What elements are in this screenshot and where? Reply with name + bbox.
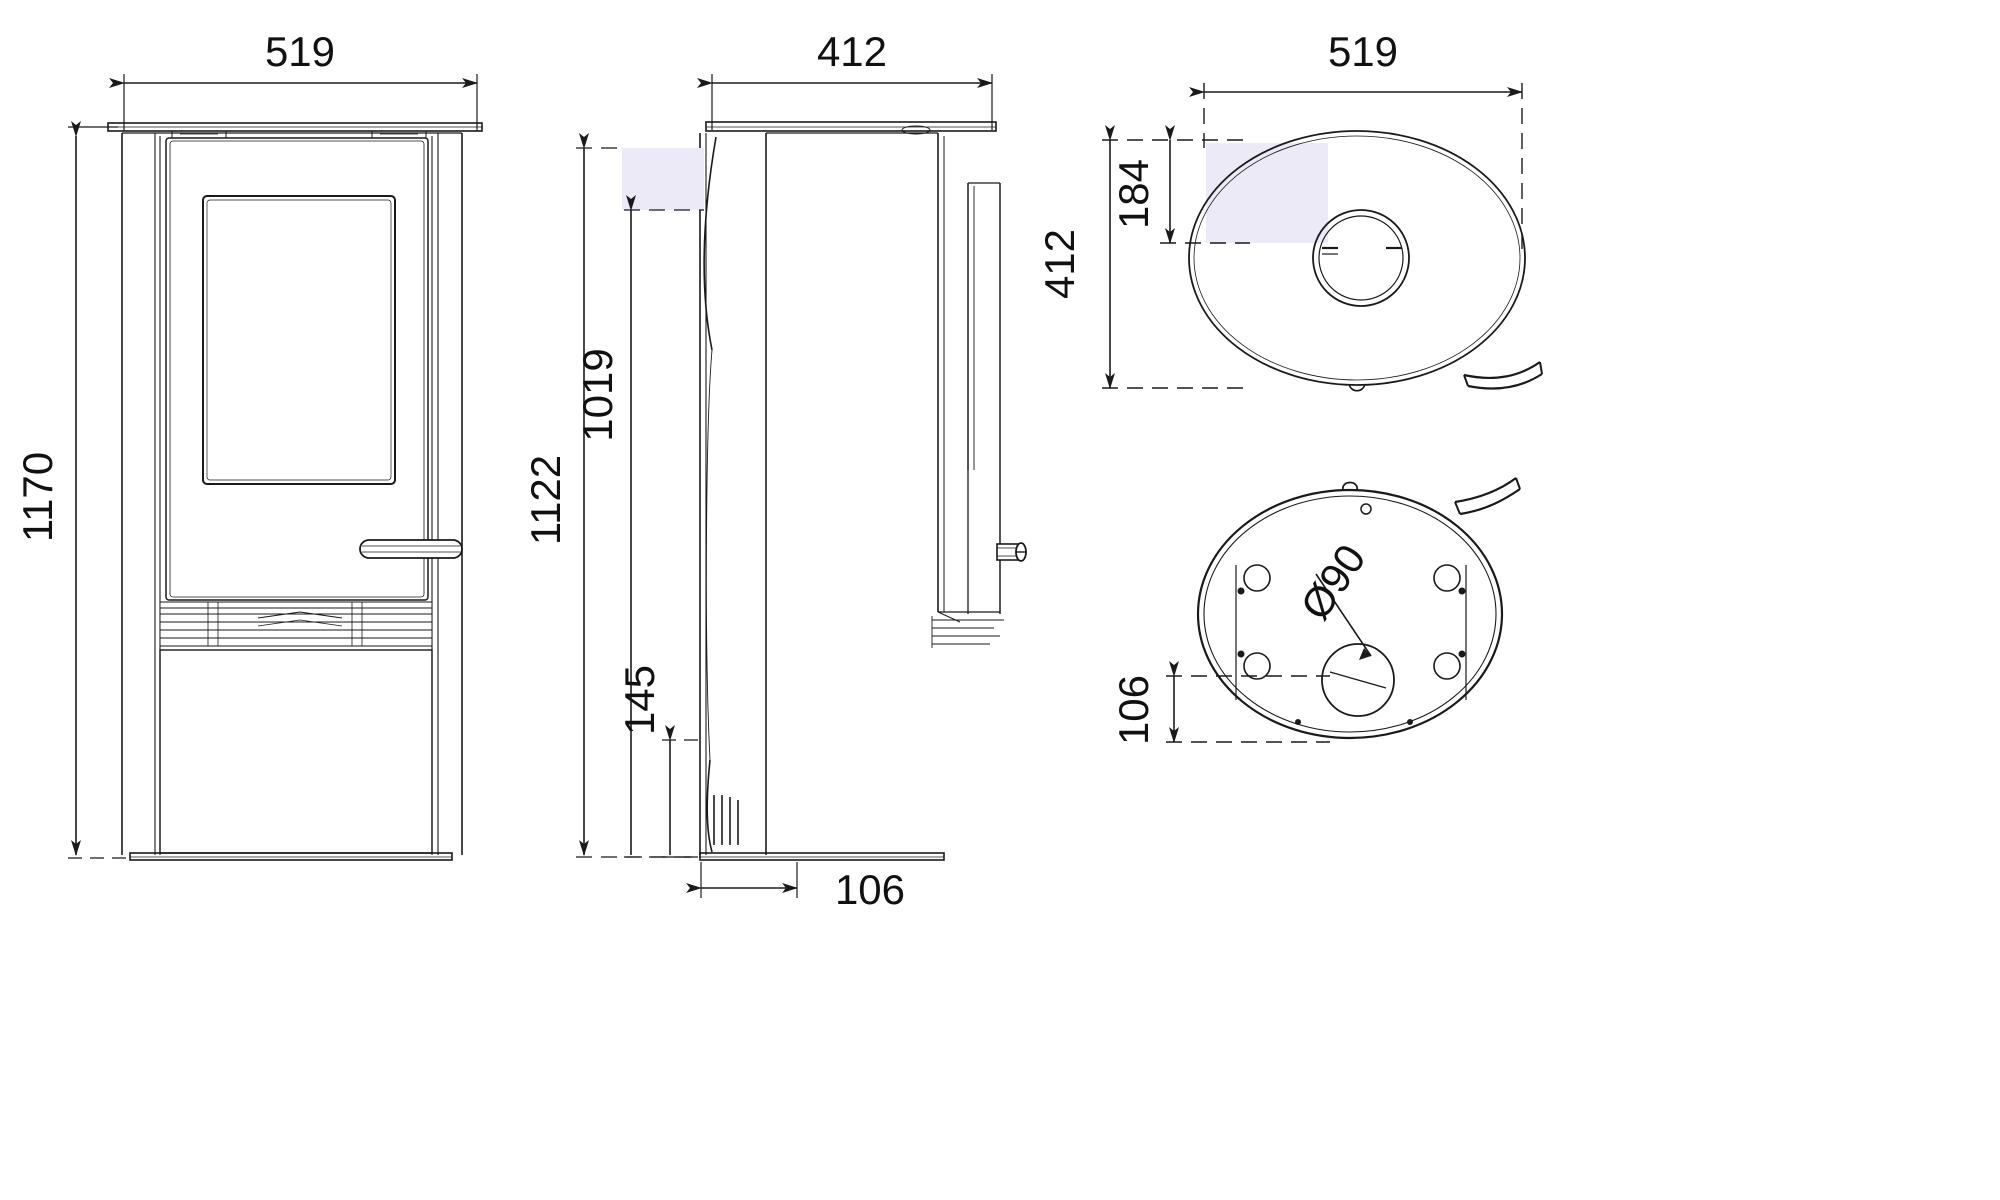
front-door-handle[interactable]: [359, 539, 463, 559]
side-air-control-rod[interactable]: [996, 542, 1027, 562]
bottom-pin-tl: [1237, 587, 1245, 595]
side-rear-grate: [931, 611, 1004, 648]
dim-front-width-label: 519: [265, 28, 335, 75]
dim-bottom-inlet-offset-label: 106: [1110, 675, 1157, 745]
dim-front-width: 519: [109, 28, 478, 131]
top-body-ellipse: [1188, 130, 1526, 386]
top-handle-arc-outer: [1463, 361, 1541, 380]
dim-side-base-depth-label: 106: [835, 866, 905, 913]
front-grate-band: [159, 601, 433, 647]
side-front-louvres: [713, 795, 739, 845]
top-handle-arc-inner: [1467, 373, 1543, 390]
side-body-outline: [699, 132, 945, 855]
top-flue-collar-outer: [1312, 209, 1410, 307]
bottom-inlet-leader-arrow: [1359, 648, 1371, 660]
bottom-handle-arc-outer: [1454, 477, 1517, 504]
dim-side-lower: 145: [616, 665, 700, 858]
side-door-curve-bottom: [706, 759, 713, 853]
bottom-fixing-hole-br: [1433, 652, 1461, 680]
dim-top-width-label: 519: [1328, 28, 1398, 75]
dim-bottom-inlet-offset: 106: [1110, 661, 1330, 745]
front-hinge-marks: [171, 130, 427, 139]
bottom-fixing-hole-tr: [1433, 564, 1461, 592]
dim-side-depth: 412: [697, 28, 993, 130]
front-door-window: [202, 195, 396, 485]
dim-front-height: 1170: [14, 121, 126, 859]
bottom-top-knob: [1342, 481, 1358, 491]
bottom-base-ellipse-outer: [1196, 488, 1504, 740]
bottom-pin-br: [1458, 650, 1466, 658]
bottom-base-ellipse-inner: [1203, 495, 1497, 733]
front-body-outline: [121, 132, 463, 855]
dim-side-flue-height: 1019: [574, 195, 704, 858]
dim-top-depth: 412: [1036, 125, 1250, 389]
front-elevation-view: [107, 122, 483, 861]
top-bottom-knob: [1348, 383, 1366, 392]
bottom-air-inlet-slash: [1329, 671, 1387, 689]
top-body-ellipse-inner: [1193, 135, 1521, 381]
side-back-panel: [938, 182, 1001, 614]
top-flue-collar-inner: [1318, 215, 1404, 301]
dim-side-base-depth: 106: [686, 862, 905, 913]
side-door-curve-mid: [705, 349, 713, 761]
dim-top-flue-offset: 184: [1110, 125, 1250, 244]
dim-side-flue-height-label: 1019: [574, 348, 621, 441]
front-door-frame[interactable]: [165, 137, 429, 601]
side-door-curve-top: [703, 136, 717, 351]
dim-front-height-label: 1170: [14, 452, 61, 542]
dim-side-lower-label: 145: [616, 665, 663, 735]
bottom-fixing-hole-tl: [1243, 564, 1271, 592]
side-flue-highlight: [622, 148, 704, 210]
side-top-plate: [705, 121, 997, 135]
bottom-plan-view: [1196, 477, 1521, 740]
bottom-fixing-hole-bl: [1243, 652, 1271, 680]
bottom-pin-b2: [1407, 719, 1413, 725]
dim-side-height: 1122: [522, 133, 700, 858]
bottom-handle-arc-inner: [1459, 488, 1521, 516]
top-plan-view: [1188, 130, 1543, 392]
bottom-air-inlet-circle: [1321, 643, 1395, 717]
bottom-small-hole: [1360, 503, 1372, 515]
top-flue-highlight: [1206, 143, 1328, 243]
dim-side-depth-label: 412: [817, 28, 887, 75]
bottom-pin-b1: [1295, 719, 1301, 725]
bottom-pin-tr: [1458, 587, 1466, 595]
front-base-plate: [129, 852, 453, 861]
dim-top-depth-label: 412: [1036, 229, 1083, 299]
dim-side-height-label: 1122: [522, 455, 569, 545]
dim-top-width: 519: [1189, 28, 1523, 250]
dim-top-flue-offset-label: 184: [1110, 159, 1157, 229]
bottom-pin-bl: [1237, 650, 1245, 658]
bottom-inlet-leader: [1315, 573, 1372, 657]
